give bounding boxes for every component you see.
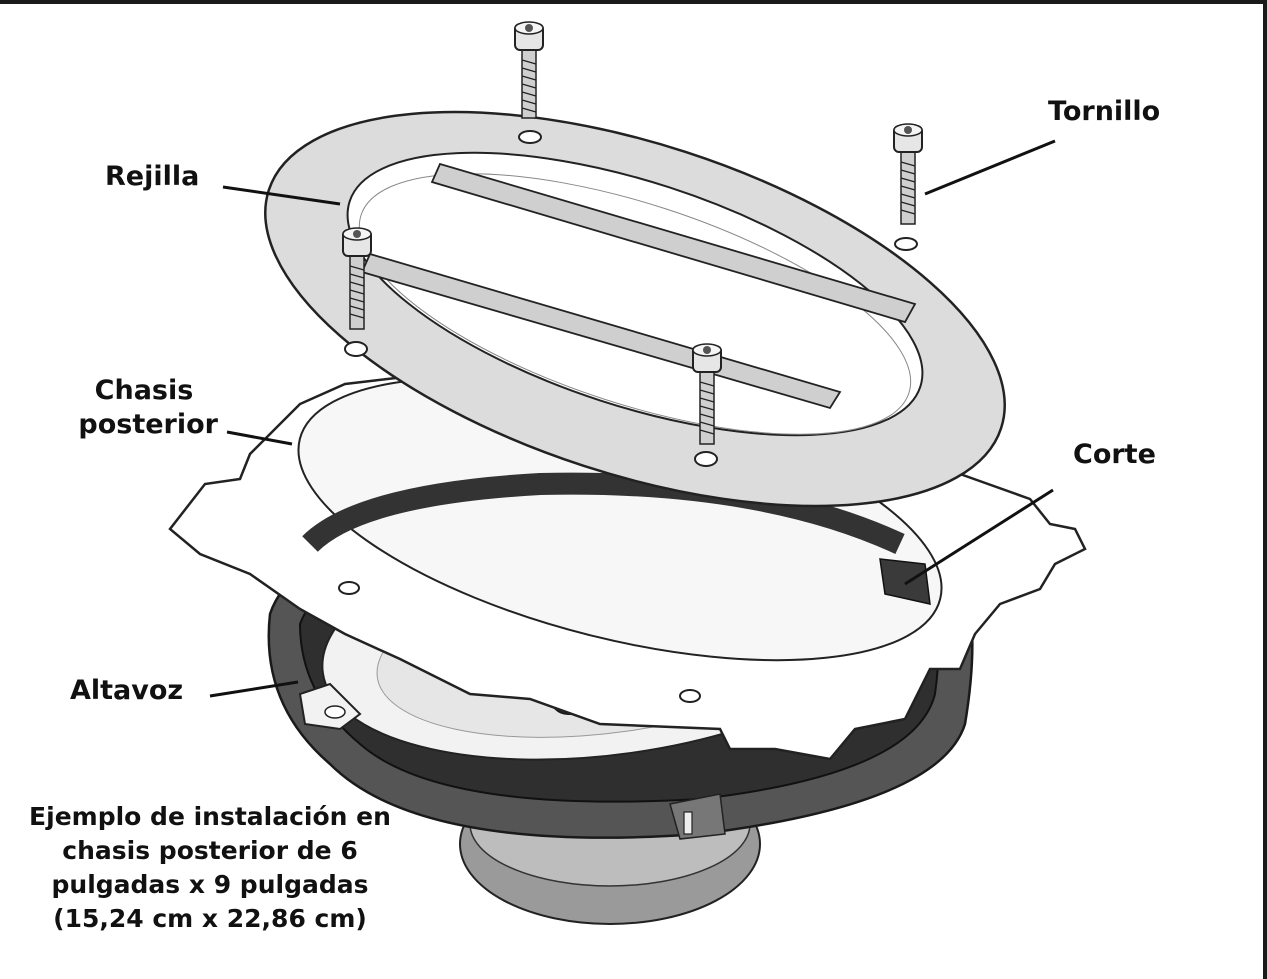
label-chasis-line1: Chasis (94, 375, 194, 406)
screw-top (514, 21, 544, 119)
caption-line-3: pulgadas x 9 pulgadas (51, 870, 369, 899)
leader-tornillo (924, 139, 1056, 196)
speaker-installation-illustration (168, 21, 1087, 925)
leader-rejilla (222, 185, 341, 206)
screw-right (893, 123, 923, 225)
label-corte: Corte (1073, 439, 1156, 470)
leader-altavoz (209, 680, 299, 698)
screw-left (342, 227, 372, 330)
label-chasis-posterior: Chasis posterior (70, 374, 218, 442)
caption-line-2: chasis posterior de 6 (62, 836, 358, 865)
screws (342, 21, 923, 445)
label-chasis-line2: posterior (78, 409, 218, 440)
installation-caption: Ejemplo de instalación en chasis posteri… (6, 800, 414, 936)
label-altavoz: Altavoz (70, 675, 184, 706)
caption-line-4: (15,24 cm x 22,86 cm) (53, 904, 367, 933)
leader-chasis (226, 430, 293, 446)
screw-bottom (692, 343, 722, 445)
caption-line-1: Ejemplo de instalación en (29, 802, 391, 831)
leader-corte (904, 488, 1054, 586)
label-tornillo: Tornillo (1048, 96, 1161, 127)
leader-lines (209, 139, 1056, 698)
label-rejilla: Rejilla (105, 161, 200, 192)
